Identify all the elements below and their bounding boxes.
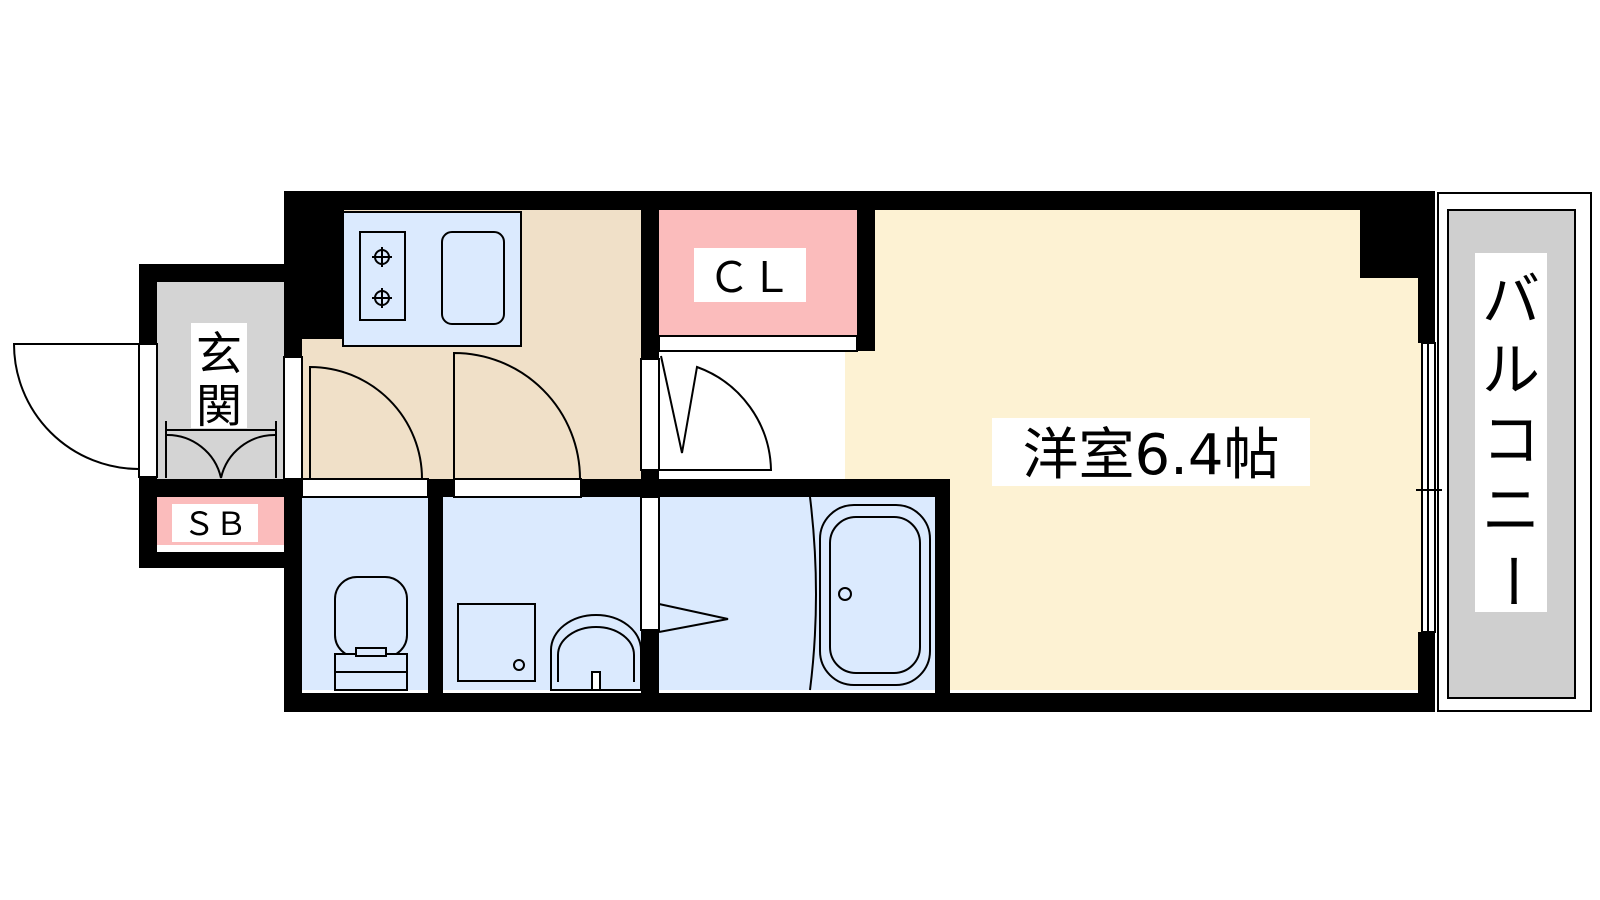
bathtub-icon — [809, 496, 931, 691]
toilet-door-opening — [301, 478, 429, 498]
room-door[interactable] — [659, 355, 773, 471]
entrance-label-2: 関 — [196, 379, 242, 433]
shoe-box-label: ＳＢ — [183, 505, 247, 543]
entrance-door-jamb — [138, 343, 158, 478]
washbasin-icon — [550, 614, 642, 691]
entrance-jamb — [283, 356, 303, 480]
closet-label-bg — [694, 248, 806, 302]
entrance-label-bg — [191, 323, 247, 428]
toilet-icon — [334, 576, 408, 691]
closet-door-track — [658, 335, 858, 352]
balcony-label-2: ル — [1482, 336, 1540, 404]
shoe-box-label-bg — [172, 504, 258, 542]
shoe-closet-doors[interactable] — [165, 421, 277, 479]
room-door-jamb — [640, 358, 660, 471]
washing-machine-pan — [457, 603, 536, 682]
balcony-label-1: バ — [1482, 266, 1540, 334]
bathroom-door-jamb — [640, 496, 660, 631]
entrance-door[interactable] — [12, 343, 140, 470]
closet-label: ＣＬ — [708, 253, 792, 302]
room-label-bg — [992, 418, 1310, 486]
kitchen-sink — [441, 231, 505, 325]
washroom-door-opening — [453, 478, 582, 498]
toilet-door[interactable] — [309, 365, 423, 480]
balcony-label-3: コ — [1482, 406, 1540, 474]
western-room-label: 洋室6.4帖 — [1022, 423, 1279, 488]
balcony-label-4: ニ — [1482, 476, 1540, 544]
balcony-label-5: ー — [1478, 552, 1546, 610]
entrance-label-1: 玄 — [196, 327, 242, 381]
washroom-door[interactable] — [453, 351, 581, 480]
burner-icon — [372, 247, 392, 308]
balcony-label-bg — [1475, 253, 1547, 612]
balcony-outline — [1437, 192, 1592, 712]
bathroom-door[interactable] — [658, 603, 729, 633]
